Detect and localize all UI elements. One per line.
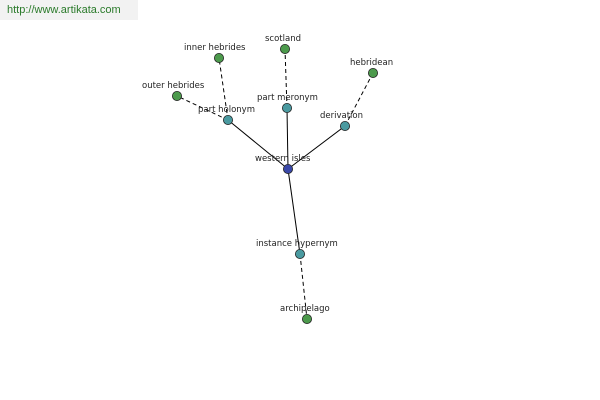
edge-derivation-to-hebridean bbox=[344, 72, 374, 127]
node-instance-hypernym[interactable] bbox=[294, 248, 305, 259]
node-western-isles[interactable] bbox=[282, 163, 293, 174]
nodes-layer bbox=[171, 44, 378, 324]
node-hebridean[interactable] bbox=[367, 68, 378, 79]
node-part-meronym[interactable] bbox=[281, 103, 292, 114]
node-label-archipelago: archipelago bbox=[280, 304, 330, 314]
node-part-holonym[interactable] bbox=[222, 115, 233, 126]
edge-western-isles-to-part-holonym bbox=[227, 119, 289, 170]
node-label-part-meronym: part meronym bbox=[257, 93, 318, 103]
node-label-instance-hypernym: instance hypernym bbox=[256, 239, 338, 249]
node-label-inner-hebrides: inner hebrides bbox=[184, 43, 246, 53]
node-outer-hebrides[interactable] bbox=[171, 91, 182, 102]
node-scotland[interactable] bbox=[279, 44, 290, 55]
node-label-outer-hebrides: outer hebrides bbox=[142, 81, 205, 91]
edge-western-isles-to-derivation bbox=[287, 125, 346, 170]
node-label-part-holonym: part holonym bbox=[198, 105, 255, 115]
node-label-western-isles: western isles bbox=[255, 154, 311, 164]
edge-part-meronym-to-scotland bbox=[284, 48, 288, 109]
node-label-hebridean: hebridean bbox=[350, 58, 393, 68]
edge-instance-hypernym-to-archipelago bbox=[299, 253, 308, 320]
edges-layer bbox=[176, 48, 374, 320]
edge-part-holonym-to-inner-hebrides bbox=[218, 57, 229, 121]
node-derivation[interactable] bbox=[339, 121, 350, 132]
site-watermark: http://www.artikata.com bbox=[0, 0, 138, 20]
node-label-scotland: scotland bbox=[265, 34, 301, 44]
node-label-derivation: derivation bbox=[320, 111, 363, 121]
node-inner-hebrides[interactable] bbox=[213, 53, 224, 64]
edge-western-isles-to-instance-hypernym bbox=[287, 168, 301, 255]
edge-western-isles-to-part-meronym bbox=[286, 107, 289, 170]
edge-part-holonym-to-outer-hebrides bbox=[176, 95, 229, 121]
node-archipelago[interactable] bbox=[301, 313, 312, 324]
